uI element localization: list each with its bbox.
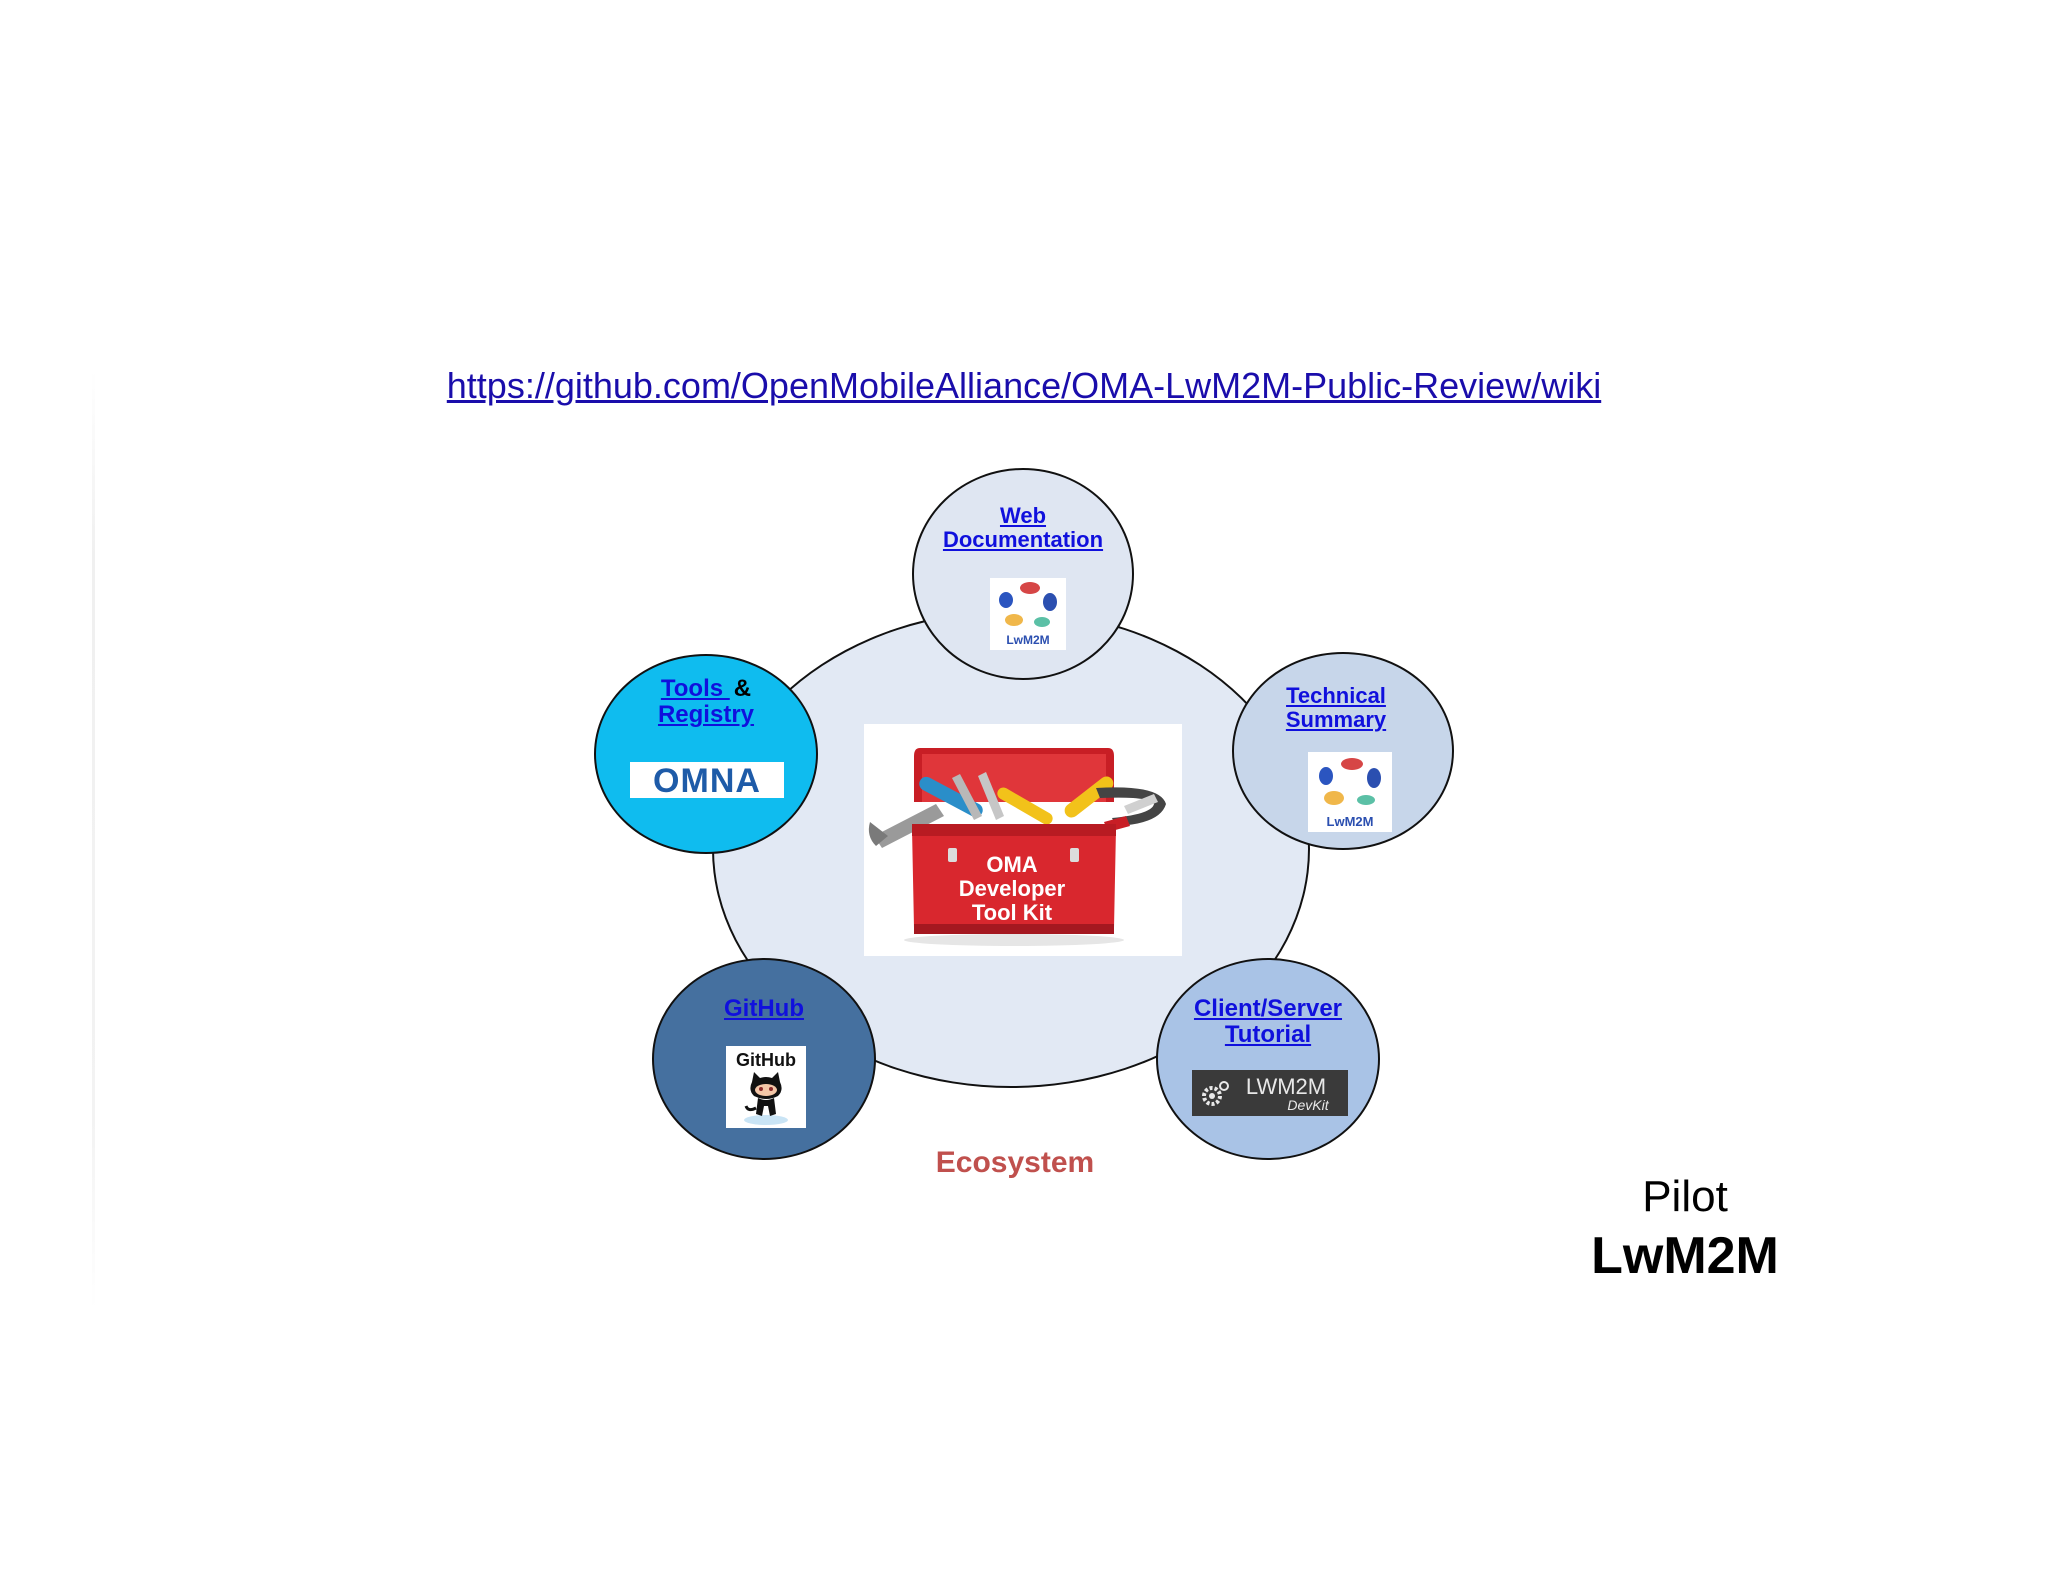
client-server-tutorial-node[interactable]: Client/Server Tutorial LWM2M DevKit	[1156, 958, 1380, 1160]
lwm2m-logo-icon: LwM2M	[999, 582, 1057, 647]
omna-logo-text: OMNA	[653, 762, 761, 798]
lwm2m-logo-technical: LwM2M	[1308, 752, 1392, 832]
lwm2m-devkit-logo: LWM2M DevKit	[1192, 1070, 1348, 1116]
octocat-icon: GitHub	[736, 1050, 796, 1125]
lwm2m-logo-icon: LwM2M	[1319, 758, 1381, 829]
lwm2m-logo-text: LwM2M	[1006, 633, 1049, 647]
github-logo: GitHub	[726, 1046, 806, 1128]
lwm2m-title: LwM2M	[1591, 1227, 1779, 1285]
web-documentation-link[interactable]: Web Documentation	[914, 503, 1132, 553]
toolkit-line-3: Tool Kit	[972, 900, 1053, 925]
technical-summary-line2: Summary	[1285, 707, 1387, 733]
toolbox-icon: OMA Developer Tool Kit	[868, 748, 1166, 946]
ecosystem-label: Ecosystem	[935, 1146, 1095, 1179]
pilot-label: Pilot	[1642, 1172, 1728, 1221]
slide-left-edge	[92, 370, 95, 1310]
client-server-line2: Tutorial	[1224, 1021, 1312, 1049]
technical-summary-link[interactable]: Technical Summary	[1220, 683, 1452, 733]
web-documentation-line1: Web	[999, 503, 1047, 528]
github-link[interactable]: GitHub	[654, 995, 874, 1022]
omna-logo-icon: OMNA	[630, 762, 784, 800]
technical-summary-node[interactable]: Technical Summary LwM2M	[1232, 652, 1454, 850]
github-line1: GitHub	[724, 995, 804, 1022]
tools-line2: Registry	[657, 701, 755, 729]
devkit-logo-icon: LWM2M DevKit	[1202, 1074, 1330, 1113]
devkit-logo-subtext: DevKit	[1287, 1097, 1329, 1113]
wiki-url-link[interactable]: https://github.com/OpenMobileAlliance/OM…	[446, 365, 1602, 406]
web-documentation-node[interactable]: Web Documentation LwM2M	[912, 468, 1134, 680]
github-node[interactable]: GitHub GitHub	[652, 958, 876, 1160]
devkit-logo-text: LWM2M	[1246, 1074, 1326, 1099]
client-server-line1: Client/Server	[1193, 995, 1343, 1022]
lwm2m-logo-text: LwM2M	[1327, 814, 1374, 829]
toolkit-line-1: OMA	[986, 852, 1037, 877]
omna-logo: OMNA	[630, 762, 784, 800]
client-server-tutorial-link[interactable]: Client/Server Tutorial	[1158, 995, 1378, 1049]
tools-registry-link[interactable]: Tools & Registry	[596, 675, 816, 729]
tools-ampersand: &	[733, 675, 752, 702]
developer-toolkit-image: OMA Developer Tool Kit	[864, 724, 1182, 956]
github-logo-text: GitHub	[736, 1050, 796, 1070]
tools-line1: Tools	[660, 675, 730, 702]
tools-registry-node[interactable]: Tools & Registry OMNA	[594, 654, 818, 854]
lwm2m-logo-web: LwM2M	[990, 578, 1066, 650]
technical-summary-line1: Technical	[1286, 683, 1386, 708]
toolkit-line-2: Developer	[959, 876, 1066, 901]
web-documentation-line2: Documentation	[942, 527, 1104, 553]
